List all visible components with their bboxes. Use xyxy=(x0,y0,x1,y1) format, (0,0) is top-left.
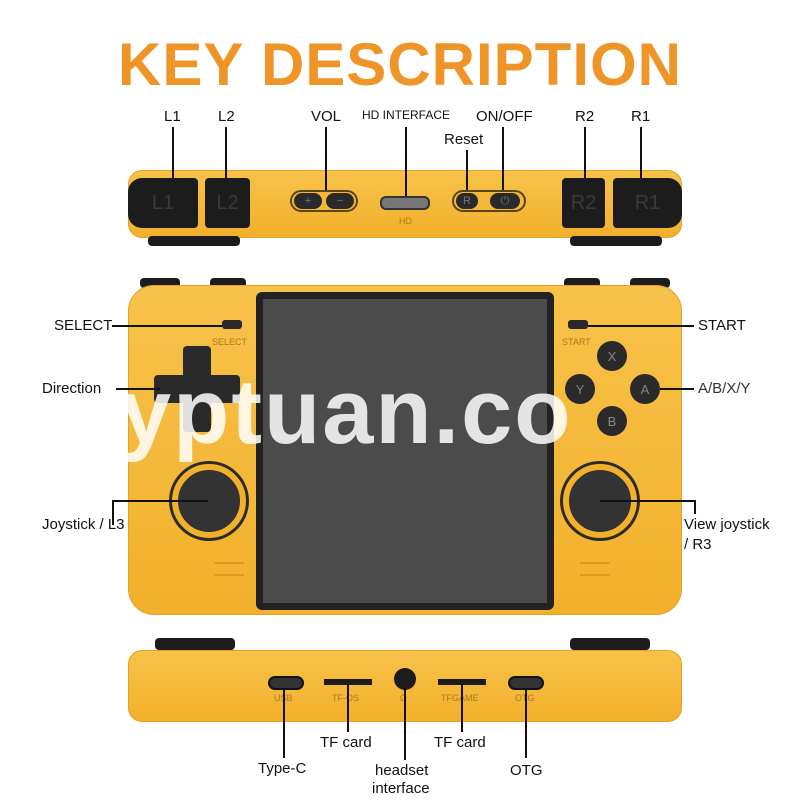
reset-button[interactable]: R xyxy=(456,193,478,209)
b-button[interactable]: B xyxy=(597,406,627,436)
leader-line xyxy=(347,684,349,732)
a-button[interactable]: A xyxy=(630,374,660,404)
label-r3: / R3 xyxy=(684,536,712,553)
select-button[interactable] xyxy=(222,320,242,329)
label-reset: Reset xyxy=(444,131,484,148)
l2-button[interactable]: L2 xyxy=(205,178,250,228)
label-r2: R2 xyxy=(575,108,595,125)
leader-line xyxy=(502,127,504,199)
tf-game-print: TFGAME xyxy=(441,693,479,703)
label-onoff: ON/OFF xyxy=(476,108,533,125)
label-type-c: Type-C xyxy=(258,760,307,777)
right-shoulder-edge xyxy=(630,278,670,288)
right-speaker-grill xyxy=(580,562,610,576)
l1-text: L1 xyxy=(151,191,175,214)
otg-print: OTG xyxy=(515,693,535,703)
r2-text: R2 xyxy=(570,191,597,214)
headset-jack xyxy=(394,668,416,690)
left-speaker-grill xyxy=(214,562,244,576)
label-tf-card-os: TF card xyxy=(320,734,372,751)
select-print: SELECT xyxy=(212,337,248,347)
left-bumper-edge xyxy=(148,236,240,246)
l2-text: L2 xyxy=(216,191,239,214)
leader-line xyxy=(405,127,407,197)
leader-line xyxy=(600,500,696,502)
leader-line xyxy=(283,688,285,758)
leader-line xyxy=(112,325,222,327)
usb-port xyxy=(268,676,304,690)
volume-down-button[interactable]: − xyxy=(326,193,354,209)
x-button[interactable]: X xyxy=(597,341,627,371)
label-l2: L2 xyxy=(218,108,235,125)
leader-line xyxy=(588,325,694,327)
leader-line xyxy=(640,127,642,197)
leader-line xyxy=(660,388,694,390)
left-shoulder-edge xyxy=(140,278,180,288)
hdmi-port xyxy=(380,196,430,210)
leader-line xyxy=(466,150,468,198)
leader-line xyxy=(112,500,208,502)
leader-line xyxy=(404,688,406,760)
l1-button[interactable]: L1 xyxy=(128,178,198,228)
page-title: KEY DESCRIPTION xyxy=(118,31,682,98)
screen xyxy=(263,299,547,603)
right-bumper-edge xyxy=(570,638,650,650)
start-print: START xyxy=(562,337,591,347)
label-direction: Direction xyxy=(42,380,102,397)
leader-line xyxy=(694,500,696,514)
leader-line xyxy=(112,500,114,525)
label-otg: OTG xyxy=(510,762,543,779)
leader-line xyxy=(525,688,527,758)
label-headset: headset xyxy=(375,762,429,779)
left-shoulder-edge xyxy=(210,278,246,288)
watermark: yptuan.co xyxy=(120,361,573,463)
label-tf-card-game: TF card xyxy=(434,734,486,751)
label-joystick-l3: Joystick / L3 xyxy=(42,516,125,533)
leader-line xyxy=(225,127,227,197)
label-view-joystick: View joystick xyxy=(684,516,770,533)
left-bumper-edge xyxy=(155,638,235,650)
leader-line xyxy=(116,388,160,390)
start-button[interactable] xyxy=(568,320,588,329)
power-button[interactable]: ⏻ xyxy=(490,193,520,209)
leader-line xyxy=(584,127,586,197)
leader-line xyxy=(325,127,327,199)
y-button[interactable]: Y xyxy=(565,374,595,404)
leader-line xyxy=(461,684,463,732)
r1-button[interactable]: R1 xyxy=(613,178,682,228)
label-r1: R1 xyxy=(631,108,651,125)
tf-os-slot xyxy=(324,679,372,685)
hd-port-label: HD xyxy=(399,216,412,226)
r1-text: R1 xyxy=(634,191,661,214)
label-hd-interface: HD INTERFACE xyxy=(362,108,451,122)
label-headset-interface: interface xyxy=(372,780,430,797)
audio-print: Ω xyxy=(400,693,407,703)
label-select: SELECT xyxy=(54,317,113,334)
label-start: START xyxy=(698,317,746,334)
tf-os-print: TF-OS xyxy=(332,693,359,703)
volume-up-button[interactable]: + xyxy=(294,193,322,209)
label-vol: VOL xyxy=(311,108,342,125)
right-bumper-edge xyxy=(570,236,662,246)
leader-line xyxy=(172,127,174,197)
label-l1: L1 xyxy=(164,108,181,125)
right-shoulder-edge xyxy=(564,278,600,288)
dpad[interactable] xyxy=(154,346,240,432)
tf-game-slot xyxy=(438,679,486,685)
label-abxy: A/B/X/Y xyxy=(698,380,751,397)
r2-button[interactable]: R2 xyxy=(562,178,605,228)
